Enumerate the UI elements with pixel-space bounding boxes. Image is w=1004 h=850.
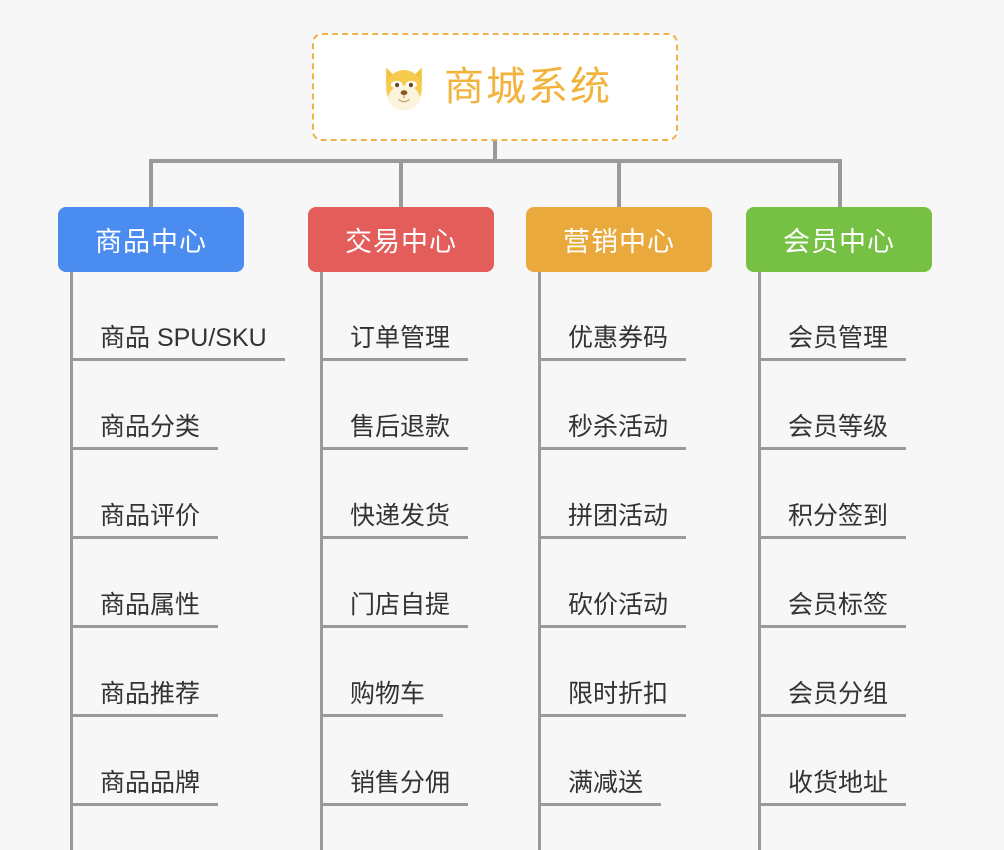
leaf-label: 销售分佣 — [350, 768, 451, 797]
list-item[interactable]: 积分签到 — [746, 450, 932, 539]
leaf-label: 会员等级 — [788, 412, 889, 441]
list-item[interactable]: 商品属性 — [58, 539, 244, 628]
root-node[interactable]: 商城系统 — [312, 33, 678, 141]
leaf-label: 会员管理 — [788, 323, 889, 352]
leaf-label: 满减送 — [568, 768, 644, 797]
branch-marketing-center: 营销中心 优惠券码 秒杀活动 拼团活动 砍价活动 限时折扣 满减送 — [526, 207, 712, 850]
list-item[interactable]: 会员管理 — [746, 272, 932, 361]
leaf-label: 积分签到 — [788, 501, 889, 530]
leaf-label: 优惠券码 — [568, 323, 669, 352]
branch-product-center: 商品中心 商品 SPU/SKU 商品分类 商品评价 商品属性 商品推荐 商品品牌 — [58, 207, 285, 850]
leaf-label: 快递发货 — [350, 501, 451, 530]
branch-header-member-center[interactable]: 会员中心 — [746, 207, 932, 272]
connector-drop-1 — [149, 159, 153, 207]
leaf-label: 商品推荐 — [100, 679, 201, 708]
connector-drop-2 — [399, 159, 403, 207]
list-item[interactable]: 购物车 — [308, 628, 494, 717]
connector-root-stem — [493, 141, 497, 163]
list-item[interactable]: 收货地址 — [746, 717, 932, 806]
branch-header-marketing-center[interactable]: 营销中心 — [526, 207, 712, 272]
leaf-label: 会员标签 — [788, 590, 889, 619]
leaf-label: 限时折扣 — [568, 679, 669, 708]
branch-title: 营销中心 — [563, 227, 675, 257]
leaf-label: 拼团活动 — [568, 501, 669, 530]
list-item[interactable]: 销售分佣 — [308, 717, 494, 806]
leaf-label: 商品品牌 — [100, 768, 201, 797]
leaf-label: 收货地址 — [788, 768, 889, 797]
branch-title: 商品中心 — [95, 227, 207, 257]
list-item[interactable]: 门店自提 — [308, 539, 494, 628]
leaf-label: 门店自提 — [350, 590, 451, 619]
list-item[interactable]: 限时折扣 — [526, 628, 712, 717]
connector-horizontal-bus — [149, 159, 842, 163]
leaf-label: 购物车 — [350, 679, 426, 708]
branch-spine — [70, 272, 73, 850]
leaf-label: 商品属性 — [100, 590, 201, 619]
branch-items-member-center: 会员管理 会员等级 积分签到 会员标签 会员分组 收货地址 — [746, 272, 932, 850]
branch-title: 会员中心 — [783, 227, 895, 257]
leaf-label: 订单管理 — [350, 323, 451, 352]
branch-spine — [320, 272, 323, 850]
list-item[interactable]: 满减送 — [526, 717, 712, 806]
branch-items-marketing-center: 优惠券码 秒杀活动 拼团活动 砍价活动 限时折扣 满减送 — [526, 272, 712, 850]
list-item[interactable]: 优惠券码 — [526, 272, 712, 361]
root-title: 商城系统 — [444, 65, 612, 109]
list-item[interactable]: 拼团活动 — [526, 450, 712, 539]
branch-header-trade-center[interactable]: 交易中心 — [308, 207, 494, 272]
branch-spine — [538, 272, 541, 850]
leaf-label: 砍价活动 — [568, 590, 669, 619]
branch-items-product-center: 商品 SPU/SKU 商品分类 商品评价 商品属性 商品推荐 商品品牌 — [58, 272, 285, 850]
leaf-label: 秒杀活动 — [568, 412, 669, 441]
leaf-label: 售后退款 — [350, 412, 451, 441]
list-item[interactable]: 商品分类 — [58, 361, 244, 450]
list-item[interactable]: 快递发货 — [308, 450, 494, 539]
branch-title: 交易中心 — [345, 227, 457, 257]
list-item[interactable]: 会员标签 — [746, 539, 932, 628]
list-item[interactable]: 商品评价 — [58, 450, 244, 539]
branch-items-trade-center: 订单管理 售后退款 快递发货 门店自提 购物车 销售分佣 — [308, 272, 494, 850]
list-item[interactable]: 商品推荐 — [58, 628, 244, 717]
leaf-label: 商品评价 — [100, 501, 201, 530]
leaf-label: 商品 SPU/SKU — [100, 323, 267, 352]
connector-drop-3 — [617, 159, 621, 207]
connector-drop-4 — [838, 159, 842, 207]
list-item[interactable]: 秒杀活动 — [526, 361, 712, 450]
branch-header-product-center[interactable]: 商品中心 — [58, 207, 244, 272]
list-item[interactable]: 会员分组 — [746, 628, 932, 717]
leaf-label: 商品分类 — [100, 412, 201, 441]
leaf-label: 会员分组 — [788, 679, 889, 708]
branch-member-center: 会员中心 会员管理 会员等级 积分签到 会员标签 会员分组 收货地址 — [746, 207, 932, 850]
list-item[interactable]: 砍价活动 — [526, 539, 712, 628]
list-item[interactable]: 订单管理 — [308, 272, 494, 361]
list-item[interactable]: 售后退款 — [308, 361, 494, 450]
dog-face-icon — [378, 61, 430, 113]
list-item[interactable]: 会员等级 — [746, 361, 932, 450]
branch-spine — [758, 272, 761, 850]
list-item[interactable]: 商品 SPU/SKU — [58, 272, 285, 361]
list-item[interactable]: 商品品牌 — [58, 717, 244, 806]
branch-trade-center: 交易中心 订单管理 售后退款 快递发货 门店自提 购物车 销售分佣 — [308, 207, 494, 850]
